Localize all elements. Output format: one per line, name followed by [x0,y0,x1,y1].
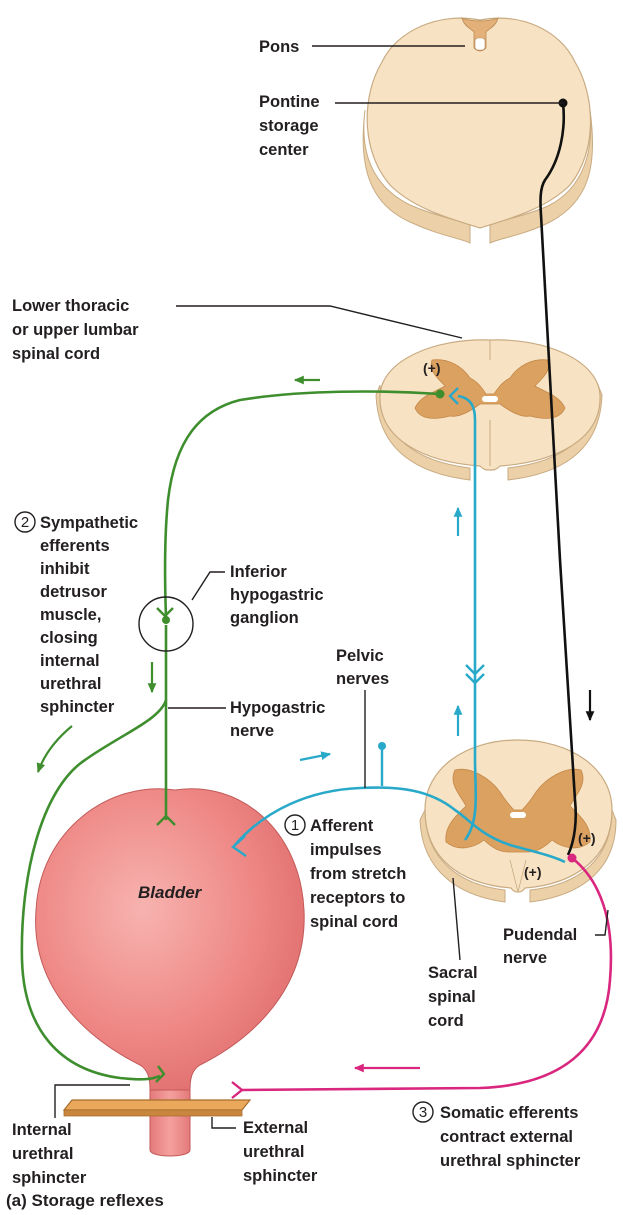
plus-sacral-right: (+) [578,830,596,846]
label-sacral-spinal-cord: Sacral spinal cord [428,964,482,1030]
label-pudendal-nerve: Pudendal nerve [503,926,582,967]
step-2-number: 2 [21,514,29,531]
step-3-number: 3 [419,1104,427,1121]
bladder-body [36,789,305,1090]
plus-lumbar: (+) [423,360,441,376]
label-sympathetic-efferents: Sympathetic efferents inhibit detrusor m… [40,514,143,716]
pons-section [363,18,592,243]
sacral-spinal-cord [420,740,616,902]
label-pontine-storage-center: Pontine storage center [259,93,324,159]
label-external-urethral-sphincter: External urethral sphincter [243,1119,318,1185]
label-inferior-hypogastric-ganglion: Inferior hypogastric ganglion [230,563,328,627]
label-bladder: Bladder [138,883,203,902]
label-somatic-efferents: Somatic efferents contract external uret… [440,1104,583,1170]
step-1-number: 1 [291,817,299,834]
arrow-blue-right [300,754,330,760]
label-internal-urethral-sphincter: Internal urethral sphincter [12,1121,87,1187]
figure-caption: (a) Storage reflexes [6,1191,164,1210]
label-afferent-impulses: Afferent impulses from stretch receptors… [310,817,411,931]
external-sphincter-plate [64,1100,250,1110]
arrow-green-curve [38,726,72,772]
label-hypogastric-nerve: Hypogastric nerve [230,699,330,740]
label-pons: Pons [259,38,299,56]
plus-sacral-left: (+) [524,864,542,880]
bladder [36,789,305,1156]
label-lower-thoracic: Lower thoracic or upper lumbar spinal co… [12,297,143,363]
lumbar-spinal-cord [376,340,602,480]
label-pelvic-nerves: Pelvic nerves [336,647,389,688]
